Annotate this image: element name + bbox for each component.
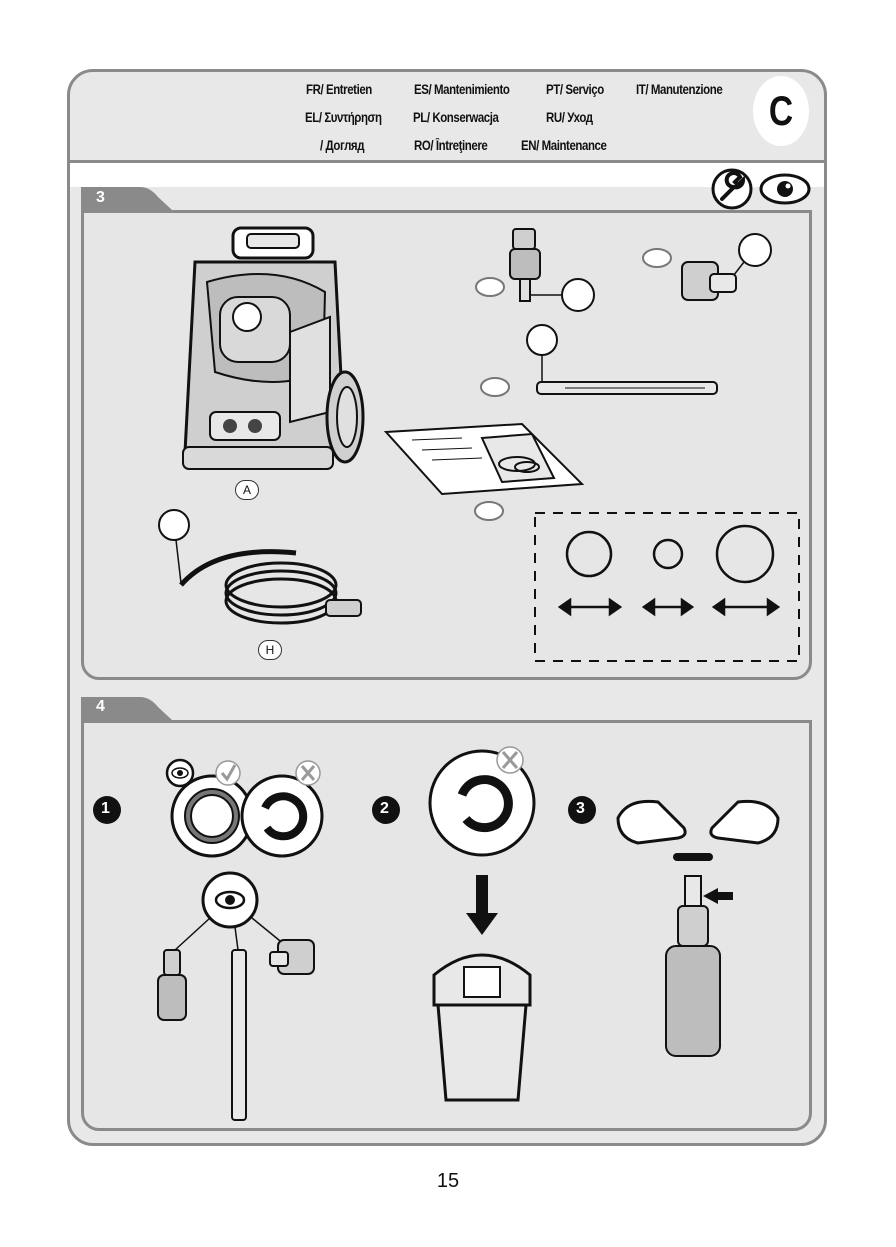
label-a: A <box>235 480 259 500</box>
lang-uk: / Догляд <box>320 138 364 153</box>
lang-ro: RO/ Întreţinere <box>414 138 487 153</box>
lang-pl: PL/ Konserwacja <box>413 110 498 125</box>
chapter-badge: C <box>753 76 809 146</box>
check-icon <box>216 761 240 785</box>
eye-icon <box>761 175 809 203</box>
left-hand-icon <box>618 801 685 843</box>
step-3-install-o-ring <box>608 788 788 1068</box>
manual-with-o-rings <box>382 420 592 500</box>
pressure-washer-illustration <box>175 222 375 482</box>
right-hand-icon <box>711 801 778 843</box>
trash-bin-icon <box>434 955 530 1100</box>
section-4-tab <box>0 695 896 735</box>
lang-pt: PT/ Serviço <box>546 82 604 97</box>
label-h: H <box>258 640 282 660</box>
lang-ru: RU/ Уход <box>546 110 593 125</box>
step-3-number: 3 <box>576 800 585 818</box>
step-2-dispose <box>414 745 554 1115</box>
lang-es: ES/ Mantenimiento <box>414 82 509 97</box>
section-4-number: 4 <box>96 698 105 716</box>
page-number: 15 <box>0 1170 896 1193</box>
step-2-number: 2 <box>380 800 389 818</box>
lang-fr: FR/ Entretien <box>306 82 372 97</box>
arrow-down-icon <box>466 875 498 935</box>
step-1-o-ring-check <box>160 758 340 858</box>
lang-it: IT/ Manutenzione <box>636 82 722 97</box>
hose-connector-part <box>640 232 780 312</box>
o-ring-label-blank <box>472 500 512 530</box>
hose-illustration <box>156 505 376 645</box>
trigger-gun-part <box>480 225 600 315</box>
wrench-icon <box>713 170 751 208</box>
lang-el: EL/ Συντήρηση <box>305 110 382 125</box>
wrench-eye-icons <box>710 167 810 213</box>
lance-part <box>475 322 735 412</box>
section-3-number: 3 <box>96 189 105 207</box>
step-1-parts-inspection <box>150 870 350 1130</box>
o-ring-sizes-box <box>534 512 804 667</box>
step-1-number: 1 <box>101 800 110 818</box>
lang-en: EN/ Maintenance <box>521 138 606 153</box>
